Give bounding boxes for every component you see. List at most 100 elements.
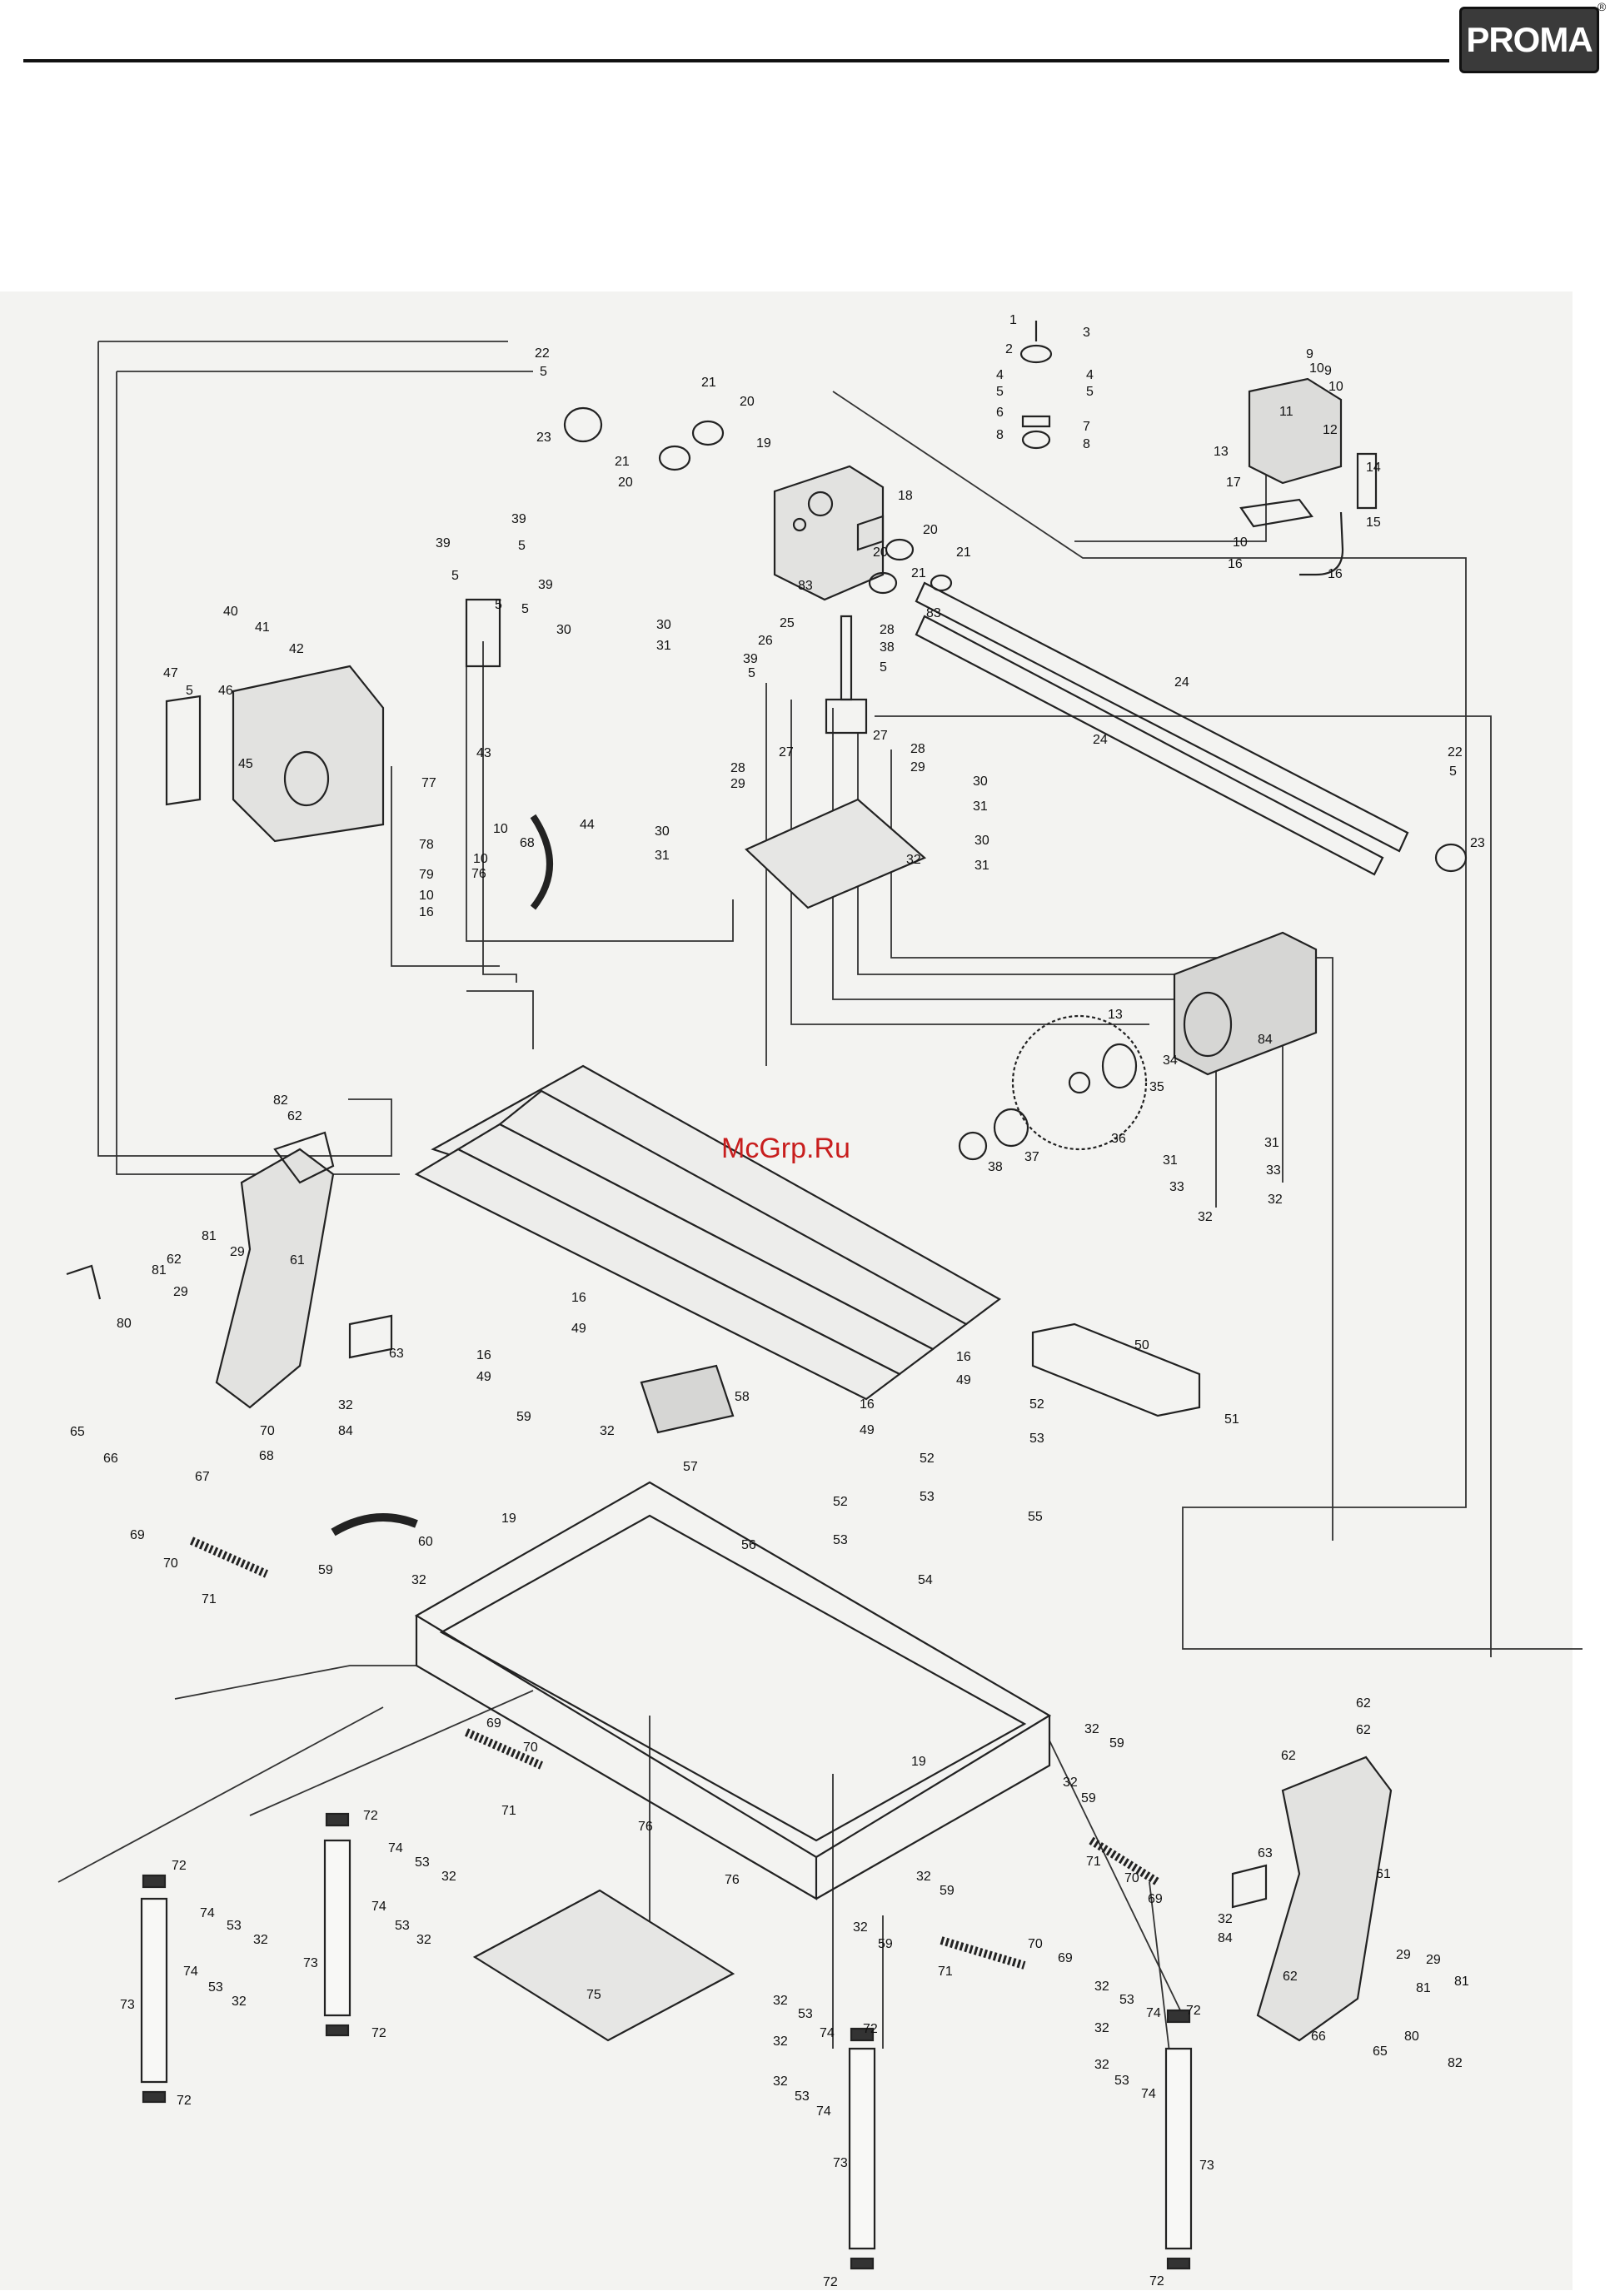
part-number-label: 32 — [1268, 1193, 1283, 1207]
logo-text: PROMA — [1466, 20, 1593, 59]
part-number-label: 62 — [1356, 1696, 1371, 1711]
part-number-label: 74 — [820, 2026, 835, 2040]
part-number-label: 53 — [798, 2007, 813, 2021]
part-number-label: 22 — [535, 346, 550, 361]
part-number-label: 38 — [988, 1160, 1003, 1174]
part-number-label: 4 — [1086, 368, 1094, 382]
part-number-label: 70 — [260, 1424, 275, 1438]
spindle-head — [773, 465, 885, 601]
part-number-label: 53 — [415, 1855, 430, 1870]
part-number-label: 53 — [227, 1919, 242, 1933]
part-number-label: 16 — [1228, 557, 1243, 571]
sliding-table — [414, 1064, 1002, 1401]
part-number-label: 70 — [1028, 1937, 1043, 1951]
part-number-label: 31 — [1264, 1136, 1279, 1150]
part-number-label: 30 — [655, 824, 670, 839]
part-number-label: 82 — [273, 1093, 288, 1108]
part-number-label: 69 — [130, 1528, 145, 1542]
part-number-label: 28 — [910, 742, 925, 756]
part-number-label: 53 — [920, 1490, 935, 1504]
part-number-label: 59 — [516, 1410, 531, 1424]
part-number-label: 25 — [780, 616, 795, 630]
part-number-label: 52 — [1029, 1397, 1044, 1412]
part-number-label: 32 — [338, 1398, 353, 1412]
part-number-label: 46 — [218, 684, 233, 698]
part-number-label: 31 — [656, 639, 671, 653]
watermark-text: McGrp.Ru — [721, 1133, 850, 1164]
part-number-label: 69 — [1148, 1892, 1163, 1906]
part-number-label: 17 — [1226, 476, 1241, 490]
part-number-label: 14 — [1366, 461, 1381, 475]
part-number-label: 81 — [1454, 1975, 1469, 1989]
part-number-label: 6 — [996, 406, 1004, 420]
part-number-label: 65 — [1373, 2044, 1388, 2059]
part-number-label: 20 — [740, 395, 755, 409]
part-number-label: 32 — [1094, 2058, 1109, 2072]
part-number-label: 10 — [1233, 535, 1248, 550]
part-number-label: 83 — [798, 579, 813, 593]
part-number-label: 67 — [195, 1470, 210, 1484]
part-number-label: 52 — [920, 1452, 935, 1466]
part-number-label: 74 — [200, 1906, 215, 1920]
part-number-label: 53 — [795, 2089, 810, 2104]
part-number-label: 82 — [1448, 2056, 1463, 2070]
part-number-label: 31 — [973, 799, 988, 814]
part-number-label: 29 — [173, 1285, 188, 1299]
part-number-label: 32 — [773, 1994, 788, 2008]
part-number-label: 56 — [741, 1538, 756, 1552]
part-number-label: 23 — [536, 431, 551, 445]
part-number-label: 32 — [1063, 1776, 1078, 1790]
part-number-label: 72 — [823, 2275, 838, 2289]
main-frame — [414, 1481, 1052, 1900]
part-number-label: 71 — [501, 1804, 516, 1818]
part-number-label: 21 — [701, 376, 716, 390]
part-number-label: 84 — [338, 1424, 353, 1438]
part-number-label: 53 — [1029, 1432, 1044, 1446]
part-number-label: 68 — [259, 1449, 274, 1463]
part-number-label: 30 — [656, 618, 671, 632]
part-number-label: 71 — [202, 1592, 217, 1606]
blade-flanges — [958, 1043, 1138, 1161]
part-number-label: 72 — [371, 2026, 386, 2040]
part-number-label: 31 — [655, 849, 670, 863]
part-number-label: 73 — [120, 1998, 135, 2012]
part-number-label: 5 — [1086, 385, 1094, 399]
arbor-shaft — [825, 615, 868, 735]
part-number-label: 32 — [1218, 1912, 1233, 1926]
part-number-label: 58 — [735, 1390, 750, 1404]
part-number-label: 70 — [523, 1741, 538, 1755]
part-number-label: 29 — [1426, 1953, 1441, 1967]
part-number-label: 45 — [238, 757, 253, 771]
part-number-label: 76 — [638, 1820, 653, 1834]
part-number-label: 20 — [873, 545, 888, 560]
part-number-label: 63 — [1258, 1846, 1273, 1860]
part-number-label: 32 — [853, 1920, 868, 1935]
part-number-label: 16 — [1328, 567, 1343, 581]
springs — [189, 1536, 1160, 1970]
part-number-label: 44 — [580, 818, 595, 832]
part-number-label: 73 — [1199, 2159, 1214, 2173]
part-number-label: 5 — [521, 602, 529, 616]
blade-guard — [165, 598, 553, 910]
motor-mount-plate — [745, 798, 927, 909]
part-number-label: 10 — [1328, 380, 1343, 394]
part-number-label: 21 — [956, 545, 971, 560]
part-number-label: 70 — [1124, 1871, 1139, 1885]
part-number-label: 70 — [163, 1556, 178, 1571]
part-number-label: 74 — [1146, 2006, 1161, 2020]
registered-mark: ® — [1598, 0, 1607, 13]
part-number-label: 32 — [1198, 1210, 1213, 1224]
part-number-label: 12 — [1323, 423, 1338, 437]
part-number-label: 53 — [395, 1919, 410, 1933]
part-number-label: 33 — [1169, 1180, 1184, 1194]
part-number-label: 16 — [956, 1350, 971, 1364]
part-number-label: 76 — [471, 867, 486, 881]
part-number-label: 49 — [860, 1423, 875, 1437]
part-number-label: 8 — [996, 428, 1004, 442]
part-number-label: 65 — [70, 1425, 85, 1439]
part-number-label: 76 — [725, 1873, 740, 1887]
part-number-label: 59 — [318, 1563, 333, 1577]
part-number-label: 74 — [183, 1965, 198, 1979]
part-number-label: 40 — [223, 605, 238, 619]
part-number-label: 59 — [940, 1884, 955, 1898]
